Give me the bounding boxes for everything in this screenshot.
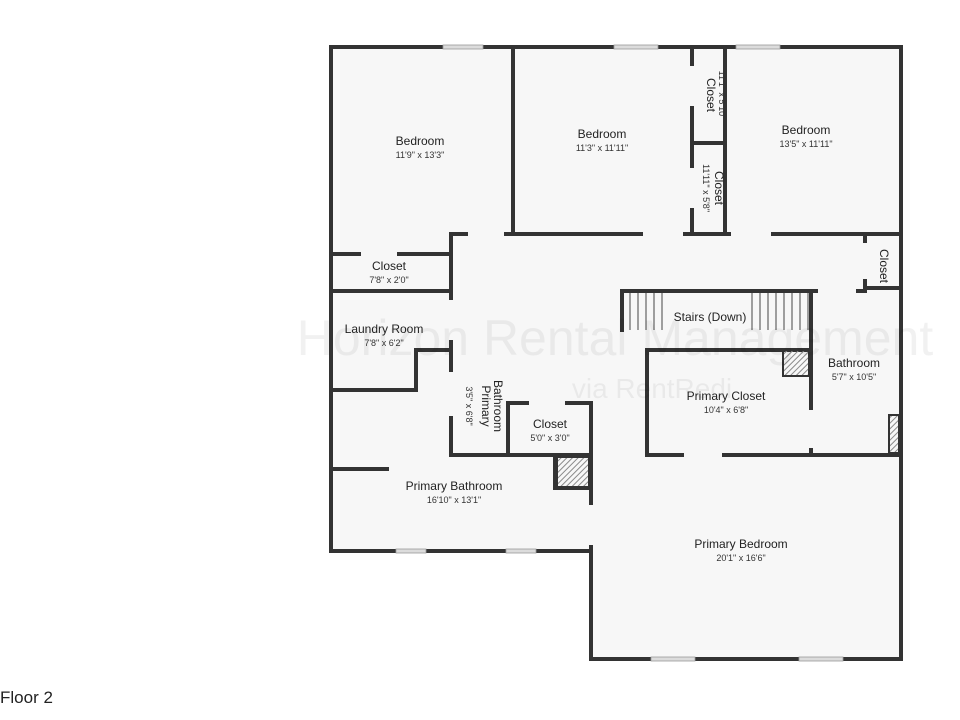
hatched-fixture	[782, 349, 810, 377]
window	[613, 44, 659, 50]
bedroom-1-name: Bedroom	[396, 134, 445, 148]
door-opening	[863, 243, 868, 279]
laundry-room-name: Laundry Room	[345, 322, 424, 336]
window	[442, 44, 484, 50]
door-openings	[361, 66, 868, 545]
bathroom-dims: 5'7" x 10'5"	[832, 372, 876, 382]
window	[505, 548, 537, 554]
bedroom-3-dims: 13'5" x 11'11"	[779, 139, 832, 149]
bedroom-3-name: Bedroom	[782, 123, 831, 137]
bathroom-name: Bathroom	[828, 356, 880, 370]
closet-v2-name: Closet	[712, 171, 726, 206]
window	[395, 548, 427, 554]
closet-v2-dims: 11'11" x 5'8"	[701, 164, 711, 212]
hatched-fixture	[556, 456, 590, 488]
watermark-line2: via RentRedi	[572, 373, 732, 404]
primary-bath-small-name-1: Primary	[479, 385, 493, 426]
closet-small-name: Closet	[533, 417, 568, 431]
closet-small-dims: 5'0" x 3'0"	[530, 433, 569, 443]
door-opening	[589, 505, 594, 545]
bedroom-2-dims: 11'3" x 11'11"	[576, 143, 628, 153]
laundry-room-dims: 7'8" x 6'2"	[364, 338, 403, 348]
bedroom-2-name: Bedroom	[578, 127, 627, 141]
primary-bathroom-dims: 16'10" x 13'1"	[427, 495, 481, 505]
closet-v1-name: Closet	[704, 78, 718, 113]
bedroom-1-dims: 11'9" x 13'3"	[396, 150, 445, 160]
closet-right-name: Closet	[877, 249, 891, 284]
door-opening	[690, 66, 695, 106]
windows	[395, 44, 844, 662]
primary-bath-small-name-2: Bathroom	[491, 380, 505, 432]
stair-treads	[629, 293, 809, 330]
stairs-name: Stairs (Down)	[674, 310, 747, 324]
watermark-line1: Horizon Rental Management	[297, 310, 934, 366]
door-opening	[529, 401, 565, 406]
closet-left-name: Closet	[372, 259, 407, 273]
door-opening	[690, 168, 695, 208]
door-opening	[818, 289, 856, 294]
closet-left-dims: 7'8" x 2'0"	[369, 275, 408, 285]
primary-bathroom-name: Primary Bathroom	[406, 479, 503, 493]
door-opening	[684, 453, 722, 458]
door-opening	[468, 232, 504, 237]
hatched-fixture	[888, 414, 900, 454]
floor-label: Floor 2	[0, 688, 53, 707]
floor-area	[331, 47, 901, 659]
window	[735, 44, 781, 50]
primary-closet-name: Primary Closet	[687, 389, 766, 403]
window	[650, 656, 696, 662]
primary-bedroom-name: Primary Bedroom	[694, 537, 787, 551]
door-opening	[361, 252, 397, 257]
window	[798, 656, 844, 662]
primary-closet-dims: 10'4" x 6'8"	[704, 405, 748, 415]
door-opening	[449, 372, 454, 416]
primary-bath-small-dims: 3'5" x 6'8"	[464, 386, 474, 425]
door-opening	[809, 410, 814, 448]
door-opening	[731, 232, 771, 237]
primary-bedroom-dims: 20'1" x 16'6"	[716, 553, 765, 563]
door-opening	[449, 300, 454, 340]
closet-v1-dims: 11'1" x 5'10"	[717, 71, 727, 120]
door-opening	[643, 232, 683, 237]
